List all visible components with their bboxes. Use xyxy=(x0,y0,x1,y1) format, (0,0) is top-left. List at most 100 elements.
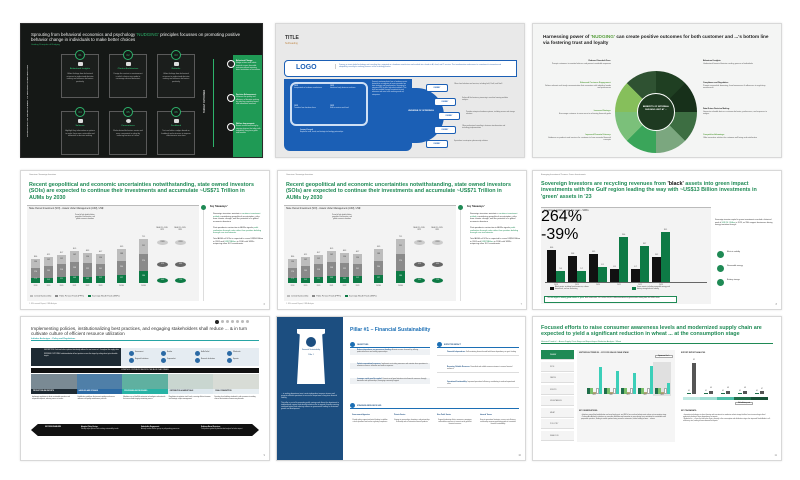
enablers-label: SUCCESS ENABLERS xyxy=(45,427,61,428)
takeaway-item: Sovereign investors maintain a cautious … xyxy=(213,213,263,224)
takeaway-item: Sovereign investors maintain a cautious … xyxy=(470,213,520,224)
value-chain-stage: HANDLING AND STORAGE xyxy=(76,374,123,394)
highlight-region xyxy=(653,362,671,396)
decision-icon xyxy=(227,94,235,102)
slide-subtitle: Guiding Principles of Nudging xyxy=(31,44,60,46)
logo: LOGO xyxy=(296,64,317,71)
slide-subheading: Subheading xyxy=(285,42,298,45)
insight-icon xyxy=(78,62,83,66)
nav-item-vegetables[interactable]: VEGETABLES xyxy=(541,396,574,406)
chart-bar xyxy=(598,266,607,282)
value-chain-stage: DISTRIBUTION & MARKET SALE xyxy=(167,374,214,394)
timeline-road xyxy=(290,82,368,126)
outcome-item: Decision Enhancement:Influence the quali… xyxy=(236,94,259,106)
offering-button[interactable]: DUMMY xyxy=(426,140,448,148)
page-number: 7 xyxy=(520,303,522,306)
takeaway-item: Post-pandemic contraction in AUMs signal… xyxy=(470,227,520,235)
nav-item-fruits[interactable]: FRUITS xyxy=(541,384,574,395)
benefit-item: Reduced Overdraft Fees:Prompt customers … xyxy=(551,60,611,65)
slide-thumbnail-7[interactable]: Implementing policies, institutionalizin… xyxy=(20,316,270,461)
feedback-icon xyxy=(174,119,179,123)
cagr-badge: 3.2% xyxy=(157,262,168,267)
impact-item: Financial Independence: Self-sustaining … xyxy=(437,351,519,357)
slide-title: Implementing policies, institutionalizin… xyxy=(31,326,248,337)
chart-bar xyxy=(640,246,649,282)
benefit-item: Increased Savings:Encourage customer to … xyxy=(558,110,611,115)
outcomes-panel xyxy=(233,55,262,157)
principle-card: 04 Salience Highlight key information or… xyxy=(61,107,99,155)
slide-title: Sovereign Investors are recycling revenu… xyxy=(541,181,757,200)
principle-card: 03 Defaults Utilize findings from behavi… xyxy=(157,50,195,98)
observations-list: • Initiatives around food redistribution… xyxy=(581,415,667,420)
nav-item-meat[interactable]: MEAT xyxy=(541,407,574,418)
cagr-badge: 3.2% xyxy=(414,262,425,267)
nav-item-rice[interactable]: RICE xyxy=(541,361,574,372)
slide-thumbnail-3[interactable]: Harnessing power of 'NUDGING' can create… xyxy=(532,23,782,158)
cagr-badge: 4.9% xyxy=(175,262,186,267)
impact-header: EXPECTED IMPACT xyxy=(437,342,519,348)
principle-card: 02 Choice Architecture Design the contex… xyxy=(109,50,147,98)
journey-panel xyxy=(284,79,412,151)
legend-black: Black assets: including fossil resources… xyxy=(550,287,589,291)
impact-item: Operational Sustainability: Improved ope… xyxy=(437,381,519,389)
takeaway-item: Total AUMs of SOIs is expected to cross … xyxy=(470,238,520,246)
objective-item: Leverage social good for capital: Conver… xyxy=(350,378,430,385)
slide-thumbnail-9[interactable]: Focused efforts to raise consumer awaren… xyxy=(532,316,782,461)
ssr-legend: Self-sufficiency rate xyxy=(735,402,754,405)
chart-bar xyxy=(619,237,628,282)
value-chain-stage: PROCESSING AND PACKAGING xyxy=(122,374,168,394)
nav-item-wheat[interactable]: WHEAT xyxy=(541,350,574,360)
benefit-item: Data-Driven Decision Making:Generate val… xyxy=(703,108,767,115)
chart-bar xyxy=(652,256,661,282)
defaults-icon xyxy=(174,62,179,66)
wheel-hub: BENEFITS OF INTERNAL NUDGING UNIT AT ... xyxy=(637,93,675,131)
behavior-icon xyxy=(227,60,235,68)
breadcrumb: Overview: Sovereign Investors xyxy=(286,174,314,176)
slide-thumbnail-1[interactable]: Sprouting from behavioral economics and … xyxy=(20,23,263,158)
page-number: 11 xyxy=(774,454,777,457)
outcome-item: Welfare Improvement:Boosts overall well-… xyxy=(236,123,261,135)
slide-title: Pillar #1 – Financial Sustainability xyxy=(350,327,431,333)
chart-annotation: Period of high global inflation, geopoli… xyxy=(332,215,352,220)
objective-item: Optimize operational expenses: Implement… xyxy=(350,363,430,370)
nav-item-seafood[interactable]: SEAFOOD xyxy=(541,430,574,441)
slide-thumbnail-6[interactable]: Emerging Investment Themes: Green Invest… xyxy=(532,170,782,310)
enabler-item: Evidence-Based Decisions:Craft policies … xyxy=(201,427,243,430)
cagr-badge: 8.6% xyxy=(414,278,425,283)
benefit-item: Improved Financial Literacy:Guidance on … xyxy=(548,134,611,141)
breadcrumb: Overview: Sovereign Investors xyxy=(29,174,57,176)
chart-bar xyxy=(547,250,556,282)
slide-thumbnail-5[interactable]: Overview: Sovereign Investors Recent geo… xyxy=(277,170,527,310)
historical-trend-panel: HISTORICAL TREND IN ... BY FOOD VALUE CH… xyxy=(577,350,675,442)
pillar-icon xyxy=(306,337,316,347)
takeaways-list: • Innovative technologies in wheat farmi… xyxy=(683,415,771,422)
chart-legend: Central Banks (CBs) Public Pension Funds… xyxy=(287,294,377,297)
offering-button[interactable]: DUMMY xyxy=(438,112,460,120)
chart-bar xyxy=(610,268,619,282)
slide-title: Sprouting from behavioral economics and … xyxy=(31,32,241,43)
principle-card: 05 Convenience Make desired behaviors ea… xyxy=(109,107,147,155)
chart-bar xyxy=(556,270,565,282)
divider xyxy=(213,59,214,147)
offering-button[interactable]: DUMMY xyxy=(434,98,456,106)
slide-thumbnail-4[interactable]: Overview: Sovereign Investors Recent geo… xyxy=(20,170,270,310)
benefit-item: Competitive Advantage:Offer innovative s… xyxy=(703,134,757,139)
offering-button[interactable]: DUMMY xyxy=(434,126,456,134)
offering-button[interactable]: DUMMY xyxy=(426,84,448,92)
slide-thumbnail-2[interactable]: TITLE Subheading LOGO Dummy, an iconic g… xyxy=(275,23,525,158)
objectives-header: OBJECTIVES xyxy=(350,342,430,348)
welfare-icon xyxy=(227,123,235,131)
nav-item-dates[interactable]: DATES xyxy=(541,373,574,383)
nav-item-poultry[interactable]: POULTRY xyxy=(541,419,574,429)
